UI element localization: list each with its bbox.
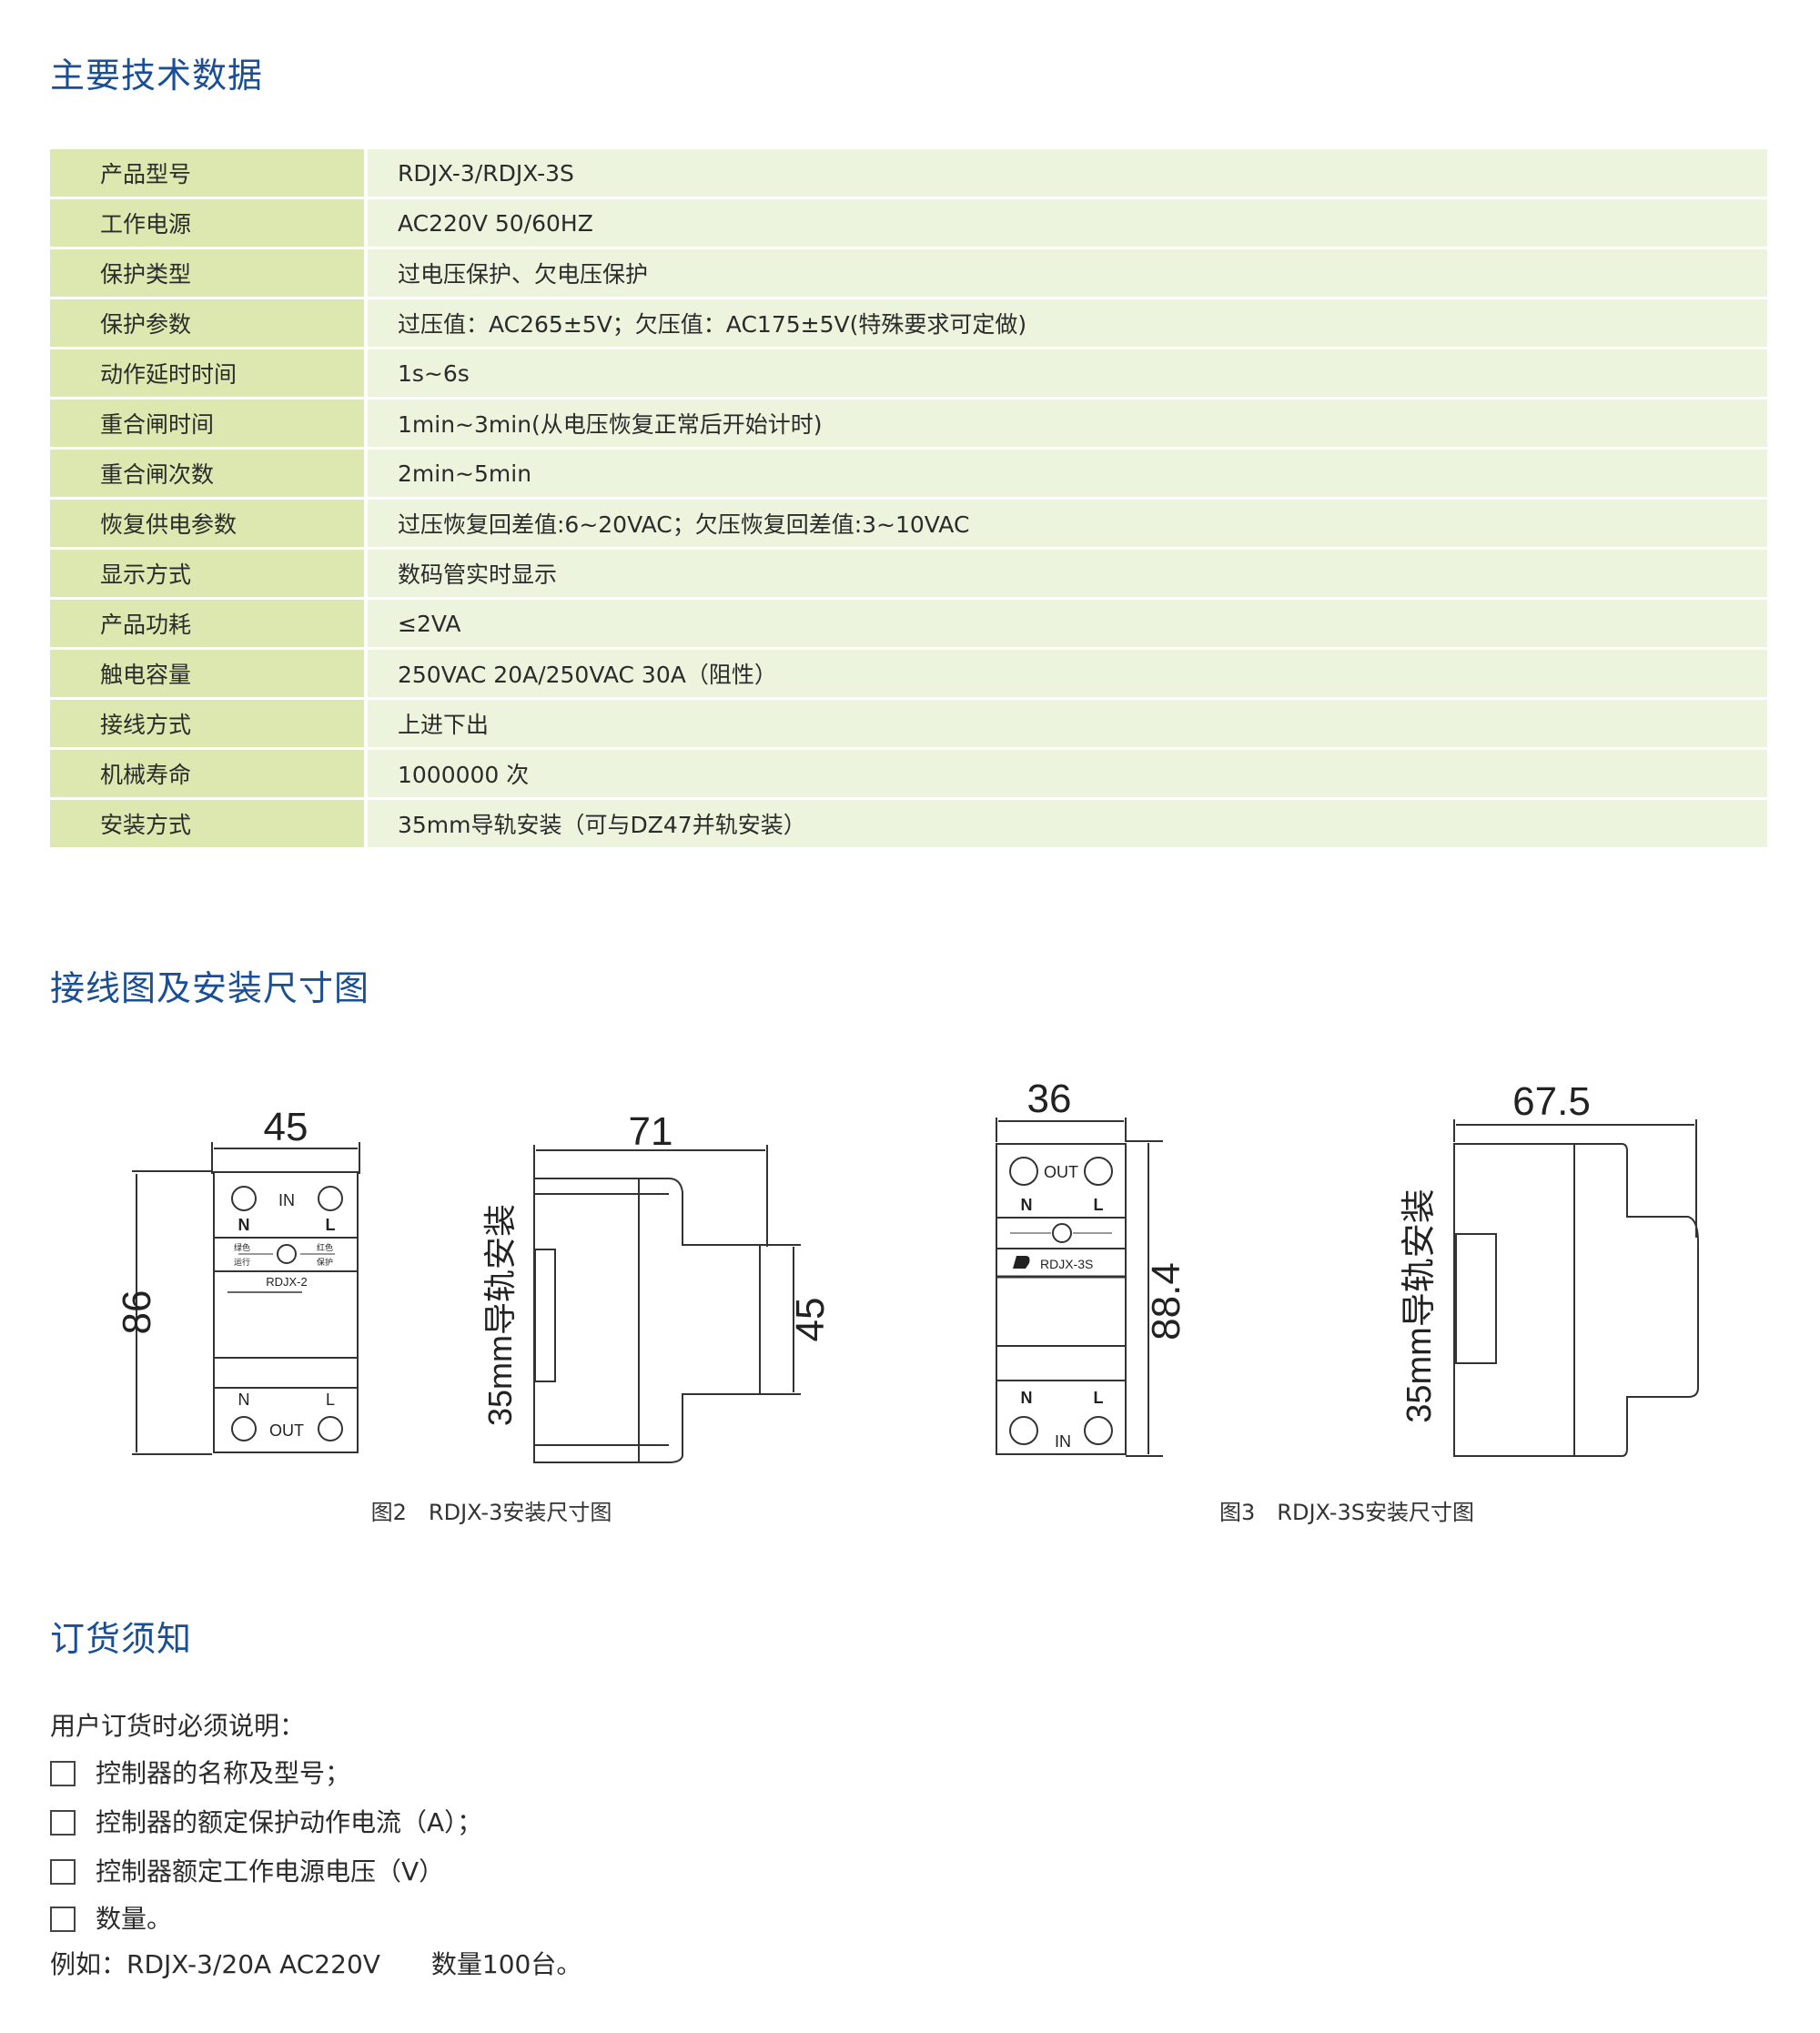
spec-row: 显示方式数码管实时显示 (50, 548, 1767, 600)
spec-value: 2min~5min (366, 448, 1767, 500)
spec-value: 过压恢复回差值:6~20VAC；欠压恢复回差值:3~10VAC (366, 498, 1767, 550)
spec-label: 安装方式 (50, 798, 368, 850)
spec-label: 保护类型 (50, 248, 368, 299)
section-title-wiring: 接线图及安装尺寸图 (50, 968, 370, 1008)
spec-label: 机械寿命 (50, 748, 368, 800)
fig2-front-view: 45 86 IN N L 绿色 运行 红色 保护 RDJX-2 N L OUT (115, 1105, 360, 1455)
svg-text:RDJX-3S: RDJX-3S (1040, 1257, 1093, 1271)
spec-label: 接线方式 (50, 698, 368, 750)
order-example: 例如：RDJX-3/20A AC220V 数量100台。 (50, 1949, 582, 1979)
spec-value: 1000000 次 (366, 748, 1767, 800)
svg-text:L: L (326, 1391, 335, 1409)
fig2-rail-label: 35mm导轨安装 (481, 1204, 519, 1426)
spec-row: 产品功耗≤2VA (50, 598, 1767, 650)
spec-label: 保护参数 (50, 298, 368, 349)
spec-value: 250VAC 20A/250VAC 30A（阻性） (366, 648, 1767, 700)
spec-value: ≤2VA (366, 598, 1767, 650)
fig2-rail-height-dim: 45 (788, 1298, 833, 1342)
spec-value: 上进下出 (366, 698, 1767, 750)
order-item: 控制器的名称及型号； (96, 1758, 351, 1788)
fig3-width-dim: 36 (1027, 1077, 1072, 1121)
fig3-depth-dim: 67.5 (1512, 1079, 1591, 1124)
svg-text:L: L (326, 1216, 336, 1234)
fig2-width-dim: 45 (264, 1105, 308, 1149)
spec-value: 过电压保护、欠电压保护 (366, 248, 1767, 299)
spec-value: 35mm导轨安装（可与DZ47并轨安装） (366, 798, 1767, 850)
checkbox[interactable] (50, 1761, 76, 1786)
svg-text:RDJX-2: RDJX-2 (266, 1275, 308, 1289)
spec-label: 显示方式 (50, 548, 368, 600)
svg-text:OUT: OUT (269, 1421, 304, 1440)
spec-label: 产品型号 (50, 149, 368, 199)
svg-text:OUT: OUT (1044, 1163, 1078, 1181)
fig2-caption: 图2 RDJX-3安装尺寸图 (371, 1500, 612, 1525)
fig3-rail-label: 35mm导轨安装 (1400, 1188, 1439, 1423)
spec-row: 接线方式上进下出 (50, 698, 1767, 750)
order-item: 控制器额定工作电源电压（V） (96, 1856, 445, 1886)
fig3-side-view: 67.5 35mm导轨安装 (1400, 1079, 1699, 1457)
section-title-specs: 主要技术数据 (50, 56, 264, 96)
fig3-caption: 图3 RDJX-3S安装尺寸图 (1219, 1500, 1474, 1525)
svg-text:红色: 红色 (317, 1242, 333, 1252)
spec-value: AC220V 50/60HZ (366, 197, 1767, 249)
spec-value: RDJX-3/RDJX-3S (366, 149, 1767, 199)
section-title-order: 订货须知 (50, 1619, 193, 1659)
svg-text:运行: 运行 (234, 1257, 250, 1267)
order-intro: 用户订货时必须说明： (50, 1711, 306, 1741)
fig2-side-view: 71 45 35mm导轨安装 (481, 1109, 833, 1463)
spec-label: 恢复供电参数 (50, 498, 368, 550)
svg-text:绿色: 绿色 (234, 1242, 250, 1252)
order-item: 控制器的额定保护动作电流（A）； (96, 1807, 483, 1837)
spec-row: 恢复供电参数过压恢复回差值:6~20VAC；欠压恢复回差值:3~10VAC (50, 498, 1767, 550)
svg-text:保护: 保护 (317, 1257, 333, 1267)
svg-text:L: L (1094, 1196, 1104, 1214)
spec-value: 1min~3min(从电压恢复正常后开始计时) (366, 398, 1767, 450)
spec-label: 重合闸时间 (50, 398, 368, 450)
svg-text:IN: IN (278, 1191, 295, 1209)
spec-row: 保护参数过压值：AC265±5V；欠压值：AC175±5V(特殊要求可定做) (50, 298, 1767, 349)
spec-value: 过压值：AC265±5V；欠压值：AC175±5V(特殊要求可定做) (366, 298, 1767, 349)
svg-text:N: N (238, 1391, 250, 1409)
spec-value: 1s~6s (366, 348, 1767, 400)
spec-row: 保护类型过电压保护、欠电压保护 (50, 248, 1767, 299)
checkbox[interactable] (50, 1859, 76, 1885)
fig3-front-view: 36 88.4 OUT N L RDJX-3S N L IN (996, 1077, 1188, 1457)
spec-label: 重合闸次数 (50, 448, 368, 500)
svg-text:N: N (1021, 1389, 1033, 1407)
spec-label: 触电容量 (50, 648, 368, 700)
spec-label: 工作电源 (50, 197, 368, 249)
fig2-depth-dim: 71 (629, 1109, 673, 1154)
order-item: 数量。 (96, 1904, 173, 1934)
svg-text:N: N (1021, 1196, 1033, 1214)
spec-label: 动作延时时间 (50, 348, 368, 400)
order-notes: 用户订货时必须说明： 控制器的名称及型号； 控制器的额定保护动作电流（A）； 控… (50, 1704, 581, 1987)
fig2-height-dim: 86 (115, 1290, 159, 1335)
svg-text:N: N (238, 1216, 250, 1234)
svg-text:IN: IN (1055, 1432, 1071, 1451)
checkbox[interactable] (50, 1907, 76, 1932)
spec-value: 数码管实时显示 (366, 548, 1767, 600)
checkbox[interactable] (50, 1810, 76, 1836)
svg-text:L: L (1094, 1389, 1104, 1407)
fig3-height-dim: 88.4 (1144, 1262, 1188, 1340)
spec-label: 产品功耗 (50, 598, 368, 650)
dimension-diagrams: 45 86 IN N L 绿色 运行 红色 保护 RDJX-2 N L OUT … (115, 1077, 1699, 1525)
